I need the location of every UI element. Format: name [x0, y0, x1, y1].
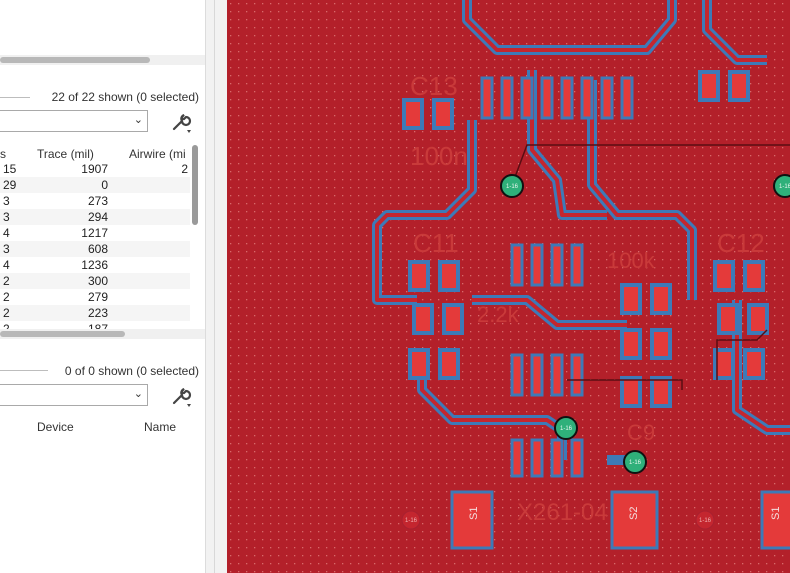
silk-label: C13 [410, 71, 458, 101]
cell-count: 2 [3, 290, 10, 304]
splitter-line [214, 0, 215, 573]
silk-label: C9 [627, 420, 655, 445]
table-row[interactable]: 15 1907 2 [0, 161, 190, 177]
vertical-scrollbar-thumb[interactable] [192, 145, 198, 225]
cell-count: 4 [3, 226, 10, 240]
column-header-name[interactable]: Name [144, 420, 177, 434]
cell-trace: 1236 [81, 258, 108, 272]
cell-trace: 273 [87, 194, 108, 208]
scrollbar-thumb[interactable] [0, 57, 150, 63]
chevron-down-icon[interactable]: ⌄ [133, 388, 143, 400]
column-header[interactable]: Airwire (mi [129, 147, 186, 161]
cell-trace: 300 [87, 274, 108, 288]
via-label: 1-16 [560, 426, 573, 432]
table-row[interactable]: 2 279 [0, 289, 190, 305]
connector-label: X261-04 [517, 499, 608, 526]
scrollbar-thumb[interactable] [0, 331, 125, 337]
via[interactable] [623, 450, 647, 474]
cell-count: 29 [3, 178, 17, 192]
bottom-traces-inner [375, 0, 790, 460]
cell-count: 3 [3, 210, 10, 224]
separator-line [0, 97, 30, 98]
cell-trace: 294 [87, 210, 108, 224]
cell-count: 3 [3, 242, 10, 256]
cell-count: 3 [3, 194, 10, 208]
column-header[interactable]: s [0, 147, 6, 161]
pad-label: S1 [770, 507, 782, 520]
silk-label: 100n [410, 141, 468, 171]
via-labels: 1-16 1-16 1-16 1-16 1-16 1-16 [405, 184, 790, 524]
via[interactable] [401, 510, 421, 530]
cell-trace: 1907 [81, 162, 108, 176]
left-panel: 22 of 22 shown (0 selected) ⌄ s Trace (m… [0, 0, 205, 573]
via-label: 1-16 [779, 184, 790, 190]
table-row[interactable]: 29 0 [0, 177, 190, 193]
parts-filter-combo[interactable]: ⌄ [0, 384, 148, 406]
signals-horizontal-scrollbar[interactable] [0, 329, 205, 339]
board-canvas[interactable]: C13 100n C11 C12 2.2k 100k C9 X261-04 [227, 0, 790, 573]
silk-label: 2.2k [477, 302, 520, 327]
via[interactable] [554, 416, 578, 440]
table-row[interactable]: 2 223 [0, 305, 190, 321]
signals-table-header: s Trace (mil) Airwire (mi [0, 145, 195, 163]
pad-label: S1 [468, 507, 480, 520]
silkscreen: C13 100n C11 C12 2.2k 100k C9 X261-04 [410, 71, 765, 526]
ic-pads [480, 76, 634, 478]
silk-label: C11 [413, 228, 459, 258]
table-row[interactable]: 4 1236 [0, 257, 190, 273]
switch-pads [450, 490, 790, 550]
cell-count: 15 [3, 162, 17, 176]
column-header-device[interactable]: Device [37, 420, 74, 434]
column-header[interactable]: Trace (mil) [37, 147, 94, 161]
cell-count: 4 [3, 258, 10, 272]
table-row[interactable]: 3 294 [0, 209, 190, 225]
via-label: 1-16 [699, 518, 712, 524]
signals-count: 22 of 22 shown (0 selected) [51, 90, 199, 104]
via-label: 1-16 [506, 184, 519, 190]
via-label: 1-16 [405, 518, 418, 524]
table-row[interactable]: 3 608 [0, 241, 190, 257]
table-row[interactable]: 2 300 [0, 273, 190, 289]
pad-label: S2 [628, 507, 640, 520]
cell-airwire: 2 [181, 162, 188, 176]
wrench-icon[interactable] [170, 111, 194, 135]
cell-count: 2 [3, 306, 10, 320]
via[interactable] [500, 174, 524, 198]
cell-trace: 608 [87, 242, 108, 256]
panel-splitter[interactable] [205, 0, 228, 573]
parts-table-header: Device Name [0, 417, 205, 437]
cell-trace: 1217 [81, 226, 108, 240]
via-label: 1-16 [629, 460, 642, 466]
signals-filter-combo[interactable]: ⌄ [0, 110, 148, 132]
via[interactable] [695, 510, 715, 530]
parts-count: 0 of 0 shown (0 selected) [64, 364, 199, 378]
wrench-icon[interactable] [170, 385, 194, 409]
airwires [511, 144, 790, 390]
separator-line [0, 370, 48, 371]
table-row[interactable]: 3 273 [0, 193, 190, 209]
cell-count: 2 [3, 274, 10, 288]
vias [401, 174, 790, 530]
via[interactable] [773, 174, 790, 198]
smd-pads [402, 70, 769, 408]
silk-label: 100k [607, 248, 656, 273]
top-horizontal-scrollbar[interactable] [0, 55, 205, 65]
cell-trace: 223 [87, 306, 108, 320]
chevron-down-icon[interactable]: ⌄ [133, 114, 143, 126]
cell-trace: 279 [87, 290, 108, 304]
table-row[interactable]: 4 1217 [0, 225, 190, 241]
silk-label: C12 [717, 228, 765, 258]
cell-trace: 0 [101, 178, 108, 192]
board-drawing: C13 100n C11 C12 2.2k 100k C9 X261-04 [227, 0, 790, 573]
